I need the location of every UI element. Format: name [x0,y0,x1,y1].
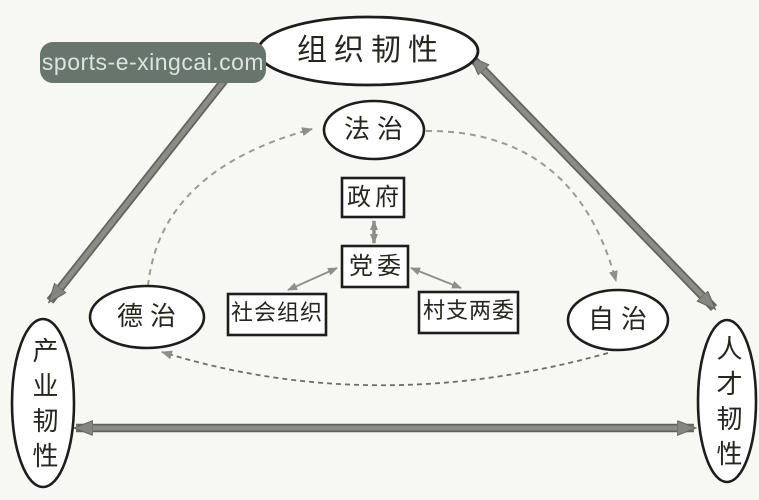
dashed-arc-virtue-to-law [147,127,313,287]
talent-resilience-label: 人才韧性 [712,335,742,475]
village-two-committees-label: 村支两委 [422,299,516,324]
arrow-organization-talent [468,55,718,311]
village-two-committees-box [417,290,520,335]
government-box [340,176,406,219]
arrow-socialorg-party [287,267,338,291]
watermark-text: sports-e-xingcai.com [41,49,265,75]
arrow-industry-organization [46,48,254,301]
industry-resilience-label: 产业韧性 [28,337,58,477]
rule-of-virtue-label: 德治 [116,302,184,332]
social-organization-label: 社会组织 [230,301,324,326]
dashed-arc-law-to-autonomy [425,129,618,282]
social-organization-box [226,292,328,337]
autonomy-label: 自治 [587,305,655,335]
dashed-arc-autonomy-to-virtue [161,350,609,387]
autonomy-ellipse [566,288,670,352]
rule-of-law-label: 法治 [343,115,411,145]
organizational-resilience-label: 组织韧性 [297,33,445,68]
talent-resilience-ellipse [696,318,758,484]
arrow-villagecommittees-party [410,267,462,289]
party-committee-box [340,244,410,289]
watermark-badge: sports-e-xingcai.com [40,42,266,83]
party-committee-label: 党委 [349,252,405,280]
rule-of-law-ellipse [322,99,426,161]
government-label: 政府 [347,183,403,211]
rule-of-virtue-ellipse [88,284,206,350]
industry-resilience-ellipse [10,317,76,489]
